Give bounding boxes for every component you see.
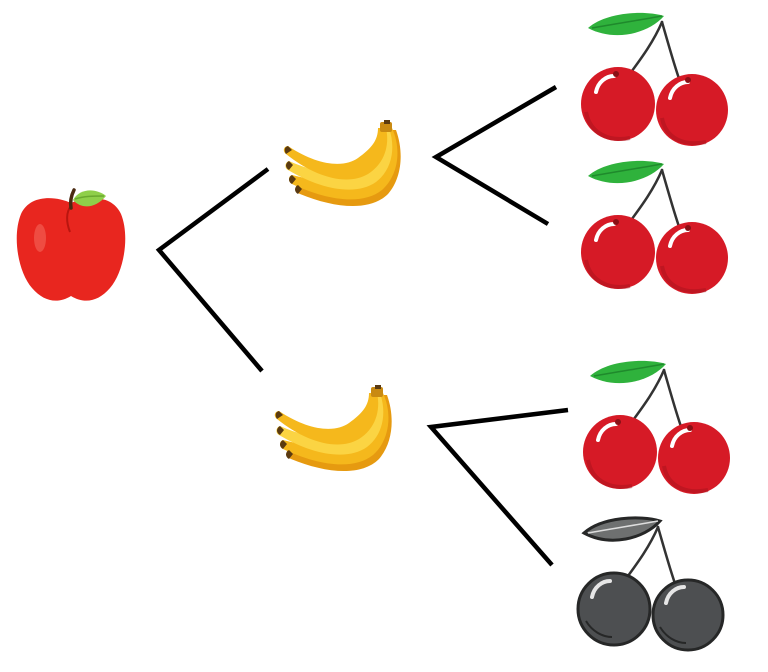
- apple-icon: [14, 188, 128, 303]
- banana-node-top: [283, 120, 401, 207]
- cherry-icon: [579, 158, 730, 296]
- cherry-node-2: [579, 158, 730, 296]
- cherry-node-3: [581, 358, 732, 496]
- cherry-node-4: [576, 515, 725, 652]
- branch-lines: [155, 85, 569, 567]
- banana-bunch-icon: [283, 120, 401, 207]
- cherry-node-1: [579, 10, 730, 149]
- banana-bunch-icon: [274, 385, 392, 472]
- root-apple: [14, 188, 128, 303]
- banana-node-bottom: [274, 385, 392, 472]
- cherry-icon: [579, 10, 730, 149]
- branch-apple-to-bananas: [155, 167, 270, 373]
- branch-top-banana-to-cherries: [431, 85, 558, 226]
- branch-bottom-banana-to-cherries: [426, 407, 569, 567]
- cherry-icon: [581, 358, 732, 496]
- cherry-gray-icon: [576, 515, 725, 652]
